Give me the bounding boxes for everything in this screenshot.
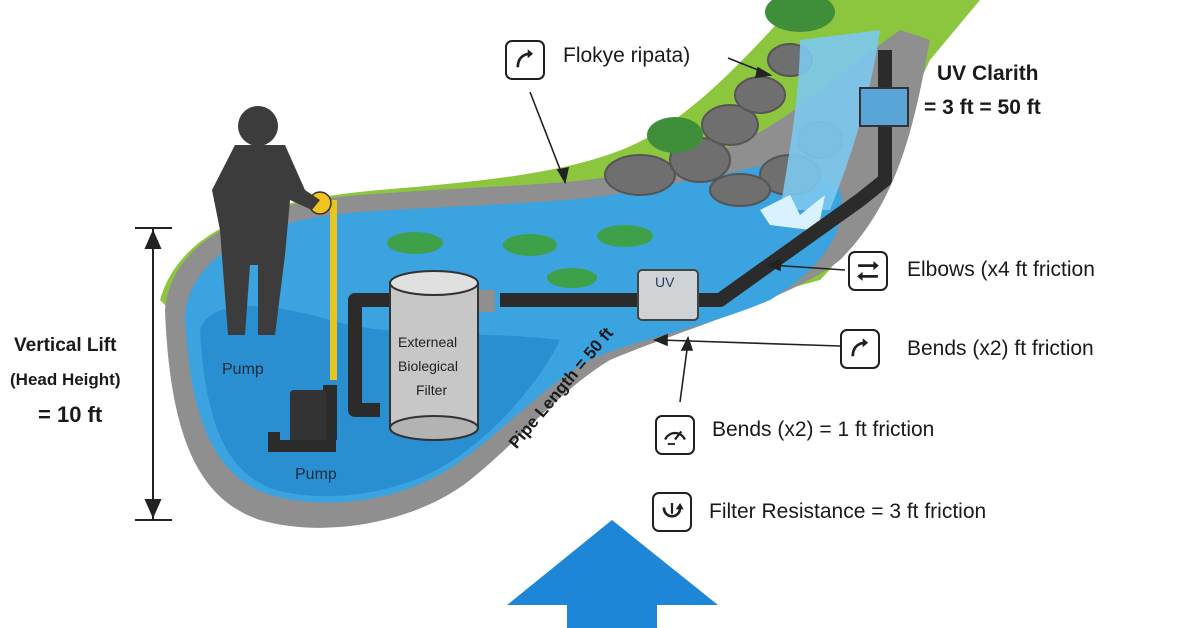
external-filter [389,270,479,441]
gauge-icon [655,415,695,455]
curved-arrow-icon [840,329,880,369]
uv-clarifier-title: UV Clarith [937,62,1039,85]
filter-label-2: Biolegical [398,358,458,374]
measuring-tape [330,200,337,380]
person-silhouette [212,106,320,335]
head-height-label: (Head Height) [10,370,121,389]
filter-label-1: Externeal [398,334,458,350]
bush [647,117,703,153]
curved-arrow-icon [505,40,545,80]
filter-label-3: Filter [416,382,448,398]
bush [765,0,835,32]
flokye-callout: Flokye ripata) [563,44,691,67]
lift-dimension-line [135,227,172,521]
callout-pointers [529,57,846,403]
bends-callout-bottom: Bends (x2) = 1 ft friction [712,418,935,441]
pump-label-lower: Pump [295,466,337,483]
swap-arrows-icon [848,251,888,291]
filter-flow-icon [652,492,692,532]
pipe-connector [859,87,909,127]
uv-unit-label: UV [655,274,675,290]
waterfall [780,30,880,210]
submersible-pump [268,390,336,452]
filter-resistance-callout: Filter Resistance = 3 ft friction [709,500,987,523]
uv-clarifier-value: = 3 ft = 50 ft [924,96,1041,119]
lily-pads [387,225,653,288]
bends-callout-top: Bends (x2) ft friction [907,337,1094,360]
pump-label-upper: Pump [222,361,264,378]
vertical-lift-label: Vertical Lift [14,335,117,356]
flow-up-arrow [507,520,718,628]
elbows-callout: Elbows (x4 ft friction [907,258,1095,281]
lift-value-label: = 10 ft [38,402,103,427]
uv-clarifier [637,269,699,321]
